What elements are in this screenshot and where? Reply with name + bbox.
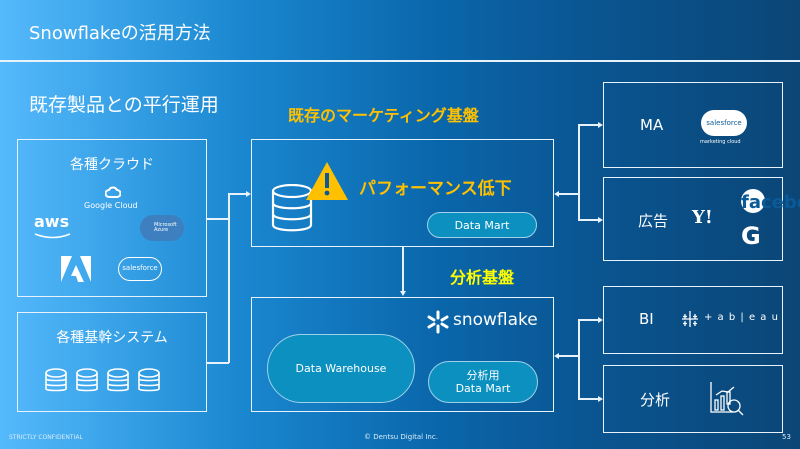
analytics-label: 分析: [640, 391, 671, 409]
aws-logo: aws: [34, 212, 70, 231]
copyright: © Dentsu Digital Inc.: [364, 433, 438, 441]
google-g-icon: G: [741, 222, 761, 250]
analysis-data-mart-pill: 分析用 Data Mart: [428, 361, 538, 403]
google-cloud-logo: Google Cloud: [84, 201, 138, 210]
snowflake-icon: [427, 310, 449, 334]
cloud-box: 各種クラウド Google Cloud aws Microsoft Azure …: [17, 139, 207, 297]
connector: [228, 193, 246, 195]
connector: [228, 193, 230, 363]
legacy-platform-box: パフォーマンス低下 Data Mart: [251, 139, 554, 247]
database-icon: [138, 368, 160, 392]
database-icons: [45, 368, 160, 392]
legacy-heading: 既存のマーケティング基盤: [288, 106, 479, 125]
confidential-note: STRICTLY CONFIDENTIAL: [9, 434, 83, 441]
arrow-right-icon: [246, 191, 251, 197]
facebook-icon: facebook: [741, 189, 800, 213]
chart-magnifier-icon: [710, 382, 744, 416]
analysis-platform-box: snowflake Data Warehouse 分析用 Data Mart: [251, 297, 554, 412]
header-divider: [0, 60, 800, 62]
ads-box: 広告 Y! facebook G: [603, 177, 800, 261]
snowflake-logo: snowflake: [453, 310, 538, 330]
core-systems-box: 各種基幹システム: [17, 312, 207, 412]
connector: [578, 124, 598, 126]
azure-logo: Microsoft Azure: [140, 215, 184, 241]
marketing-cloud-text: marketing cloud: [700, 139, 741, 145]
bi-box: BI + a b | e a u: [603, 286, 783, 354]
analytics-box: 分析: [603, 365, 783, 433]
salesforce-logo: salesforce: [701, 110, 747, 136]
database-icon: [45, 368, 67, 392]
connector: [207, 218, 229, 220]
warning-icon: [306, 162, 348, 200]
arrow-right-icon: [598, 317, 603, 323]
database-icon: [76, 368, 98, 392]
salesforce-logo: salesforce: [118, 257, 162, 281]
database-icon: [107, 368, 129, 392]
mart-line2: Data Mart: [455, 382, 511, 395]
bi-label: BI: [639, 310, 654, 328]
ads-label: 広告: [638, 212, 669, 230]
analysis-heading: 分析基盤: [450, 268, 515, 287]
arrow-left-icon: [554, 353, 559, 359]
systems-title: 各種基幹システム: [56, 330, 168, 346]
section-subtitle: 既存製品との平行運用: [29, 94, 219, 116]
yahoo-logo: Y!: [692, 207, 713, 228]
connector: [578, 219, 598, 221]
connector: [207, 362, 229, 364]
arrow-right-icon: [598, 122, 603, 128]
google-cloud-icon: [105, 186, 121, 198]
ma-box: MA salesforce marketing cloud: [603, 82, 783, 168]
connector: [578, 319, 580, 399]
tableau-icon: [682, 311, 698, 327]
data-mart-pill: Data Mart: [427, 212, 537, 238]
arrow-right-icon: [598, 217, 603, 223]
connector: [578, 319, 598, 321]
mart-line1: 分析用: [466, 369, 500, 382]
arrow-left-icon: [554, 191, 559, 197]
arrow-right-icon: [598, 396, 603, 402]
cloud-title: 各種クラウド: [70, 157, 154, 173]
ma-label: MA: [640, 116, 664, 134]
connector: [558, 193, 579, 195]
aws-smile-icon: [34, 233, 71, 239]
connector: [402, 247, 404, 291]
adobe-logo-icon: [61, 256, 91, 282]
page-title: Snowflakeの活用方法: [29, 23, 211, 44]
connector: [578, 398, 598, 400]
connector: [578, 124, 580, 220]
connector: [558, 355, 579, 357]
page-number: 53: [782, 433, 791, 441]
arrow-down-icon: [400, 291, 406, 296]
tableau-logo: + a b | e a u: [704, 312, 779, 323]
performance-warning: パフォーマンス低下: [359, 179, 512, 199]
data-warehouse-pill: Data Warehouse: [267, 334, 415, 403]
